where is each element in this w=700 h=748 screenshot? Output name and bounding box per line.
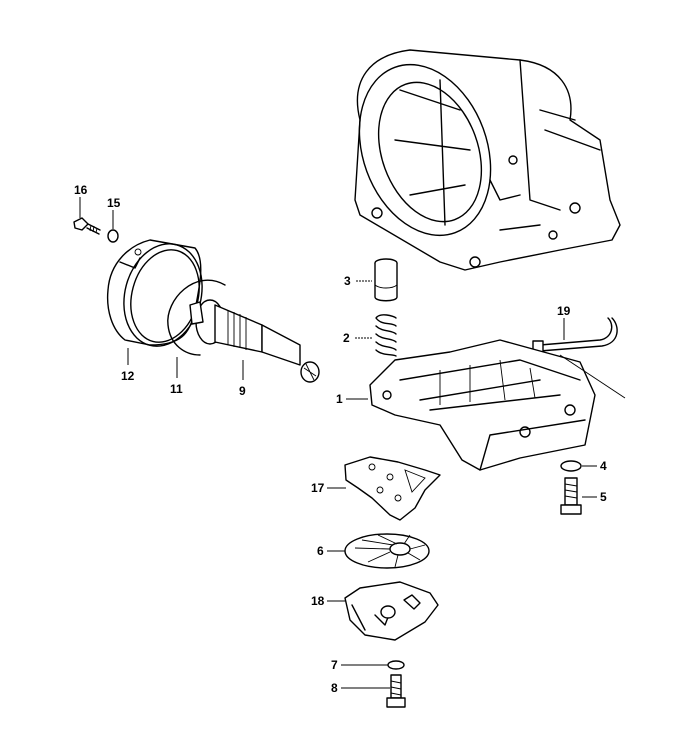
part-9-shaft	[189, 299, 320, 383]
part-18-oil-pan	[344, 581, 439, 641]
part-3-filter	[374, 258, 398, 302]
callout-6: 6	[317, 544, 324, 558]
callout-17: 17	[311, 481, 325, 495]
callout-8: 8	[331, 681, 338, 695]
callout-1: 1	[336, 392, 343, 406]
part-19-pipe	[532, 317, 618, 354]
part-5-bolt	[560, 477, 582, 515]
callout-2: 2	[343, 331, 350, 345]
part-1-valve-body	[369, 339, 626, 471]
callout-5: 5	[600, 490, 607, 504]
part-2-spring	[375, 314, 397, 357]
transmission-housing	[354, 49, 621, 271]
part-4-washer	[560, 460, 582, 472]
callout-7: 7	[331, 658, 338, 672]
part-12-cover	[106, 239, 203, 347]
callout-9: 9	[239, 384, 246, 398]
callout-18: 18	[311, 594, 325, 608]
callout-19: 19	[557, 304, 571, 318]
callout-15: 15	[107, 196, 121, 210]
part-6-strainer	[344, 533, 430, 569]
callout-11: 11	[170, 382, 183, 396]
callout-16: 16	[74, 183, 88, 197]
callout-4: 4	[600, 459, 607, 473]
leader-lines	[79, 197, 597, 689]
part-16-bolt	[73, 217, 101, 235]
part-17-plate	[344, 456, 441, 521]
callout-3: 3	[344, 274, 351, 288]
part-11-snap-ring	[167, 279, 226, 356]
callout-12: 12	[121, 369, 135, 383]
part-15-washer	[107, 229, 119, 243]
part-8-drain-plug	[386, 674, 406, 708]
part-7-washer	[387, 660, 405, 670]
